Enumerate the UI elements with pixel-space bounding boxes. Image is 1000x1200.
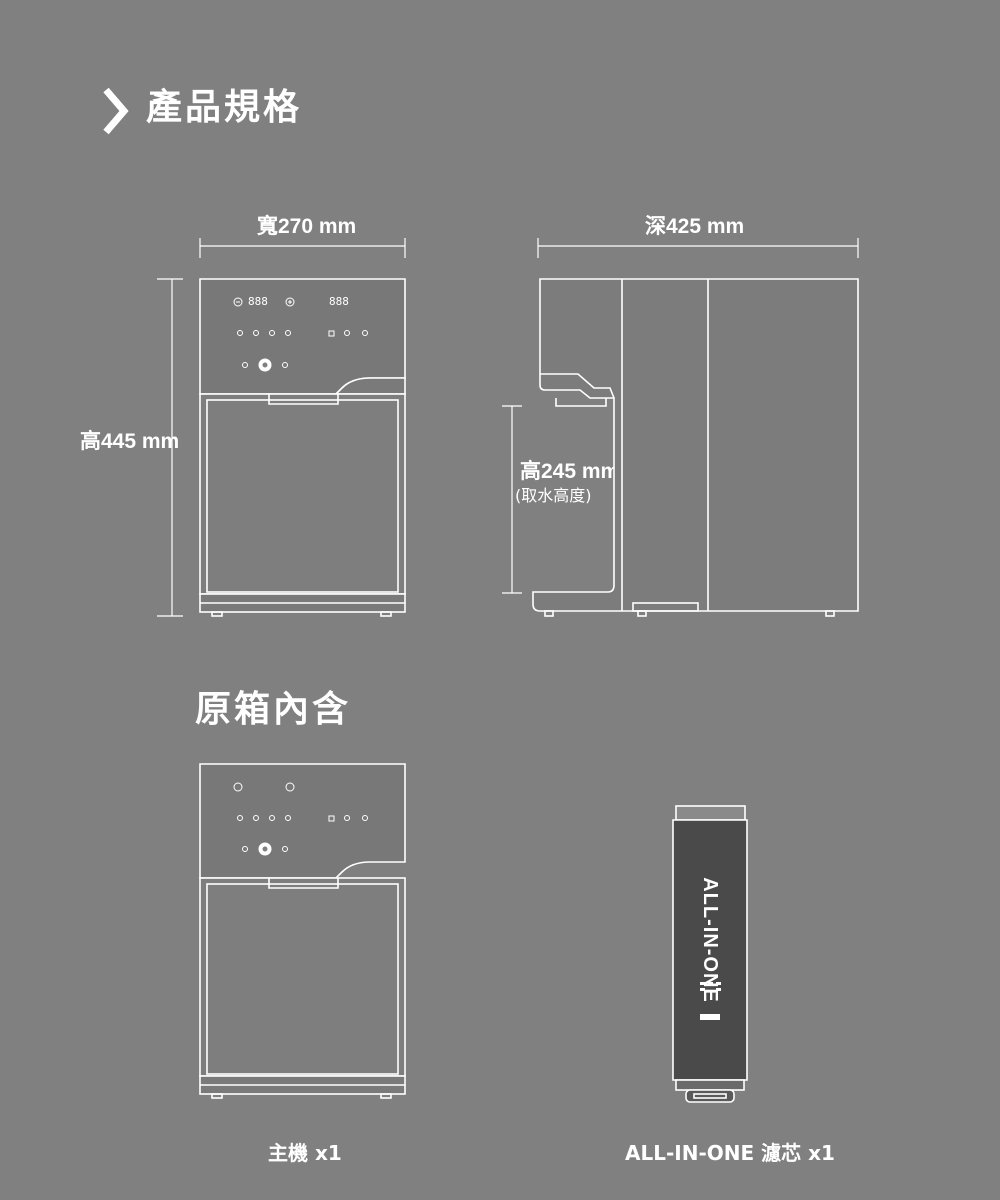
dispense-height-note: (取水高度) <box>515 486 592 505</box>
specs-title: 產品規格 <box>146 87 303 128</box>
box-contents-title: 原箱內含 <box>195 689 352 730</box>
dispenser-caption: 主機 x1 <box>268 1141 342 1165</box>
height-dimension-label: 高445 mm <box>80 430 180 453</box>
width-dimension-label: 寬270 mm <box>257 215 357 238</box>
dispense-height-label: 高245 mm <box>520 460 620 483</box>
chevron-right-icon <box>103 87 129 135</box>
filter-caption: ALL-IN-ONE 濾芯 x1 <box>625 1141 835 1165</box>
depth-dimension-label: 深425 mm <box>645 215 745 238</box>
temperature-display: 888 <box>248 295 268 308</box>
filter-branding-text: ALL-IN-ONE <box>699 877 721 1003</box>
volume-display: 888 <box>329 295 349 308</box>
